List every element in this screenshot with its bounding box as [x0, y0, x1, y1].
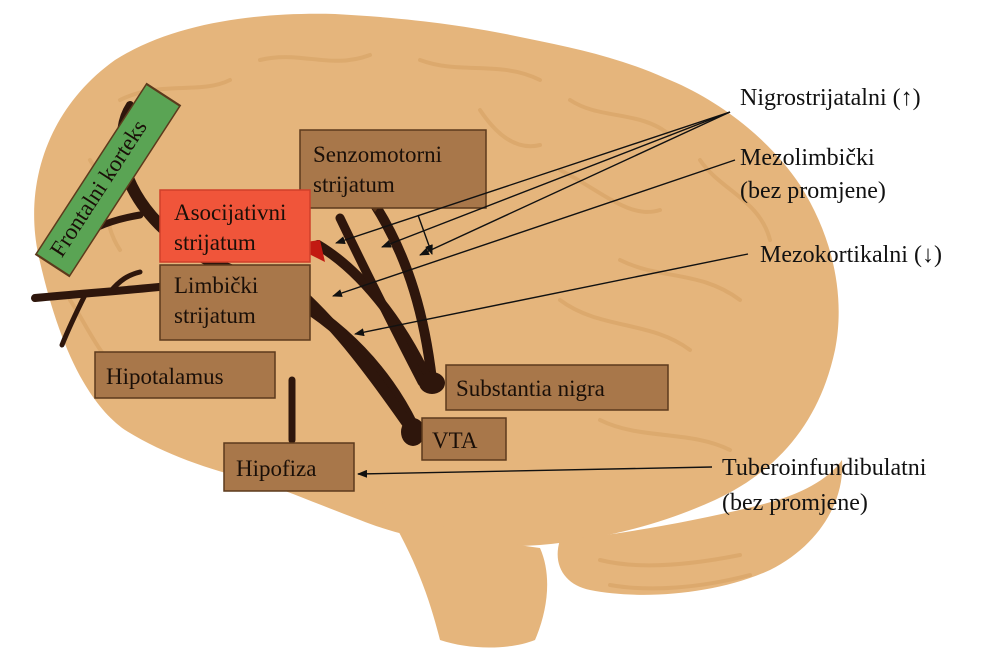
senzomotorni-label-1: Senzomotorni — [313, 142, 442, 167]
mezokortikalni-label: Mezokortikalni (↓) — [760, 242, 942, 268]
limbicki-strijatum-box: Limbički strijatum — [160, 265, 310, 340]
asocijativni-strijatum-box: Asocijativni strijatum — [160, 190, 310, 262]
vta-label: VTA — [432, 428, 478, 453]
hipotalamus-label: Hipotalamus — [106, 364, 224, 389]
asocijativni-label-2: strijatum — [174, 230, 256, 255]
mezolimbicki-label-2: (bez promjene) — [740, 178, 886, 204]
tuberoinfundibulatni-label-1: Tuberoinfundibulatni — [722, 455, 927, 481]
senzomotorni-label-2: strijatum — [313, 172, 395, 197]
mezolimbicki-label-1: Mezolimbički — [740, 145, 875, 171]
substantia-nigra-nucleus — [419, 372, 445, 394]
hipotalamus-box: Hipotalamus — [95, 352, 275, 398]
limbicki-label-1: Limbički — [174, 273, 258, 298]
nigrostrijatalni-label: Nigrostrijatalni (↑) — [740, 85, 921, 111]
substantia-nigra-box: Substantia nigra — [446, 365, 668, 410]
hipofiza-label: Hipofiza — [236, 456, 316, 481]
vta-box: VTA — [422, 418, 506, 460]
hipofiza-box: Hipofiza — [224, 443, 354, 491]
tuberoinfundibulatni-label-2: (bez promjene) — [722, 490, 868, 516]
asocijativni-label-1: Asocijativni — [174, 200, 286, 225]
senzomotorni-strijatum-box: Senzomotorni strijatum — [300, 130, 486, 208]
substantia-nigra-label: Substantia nigra — [456, 376, 605, 401]
limbicki-label-2: strijatum — [174, 303, 256, 328]
